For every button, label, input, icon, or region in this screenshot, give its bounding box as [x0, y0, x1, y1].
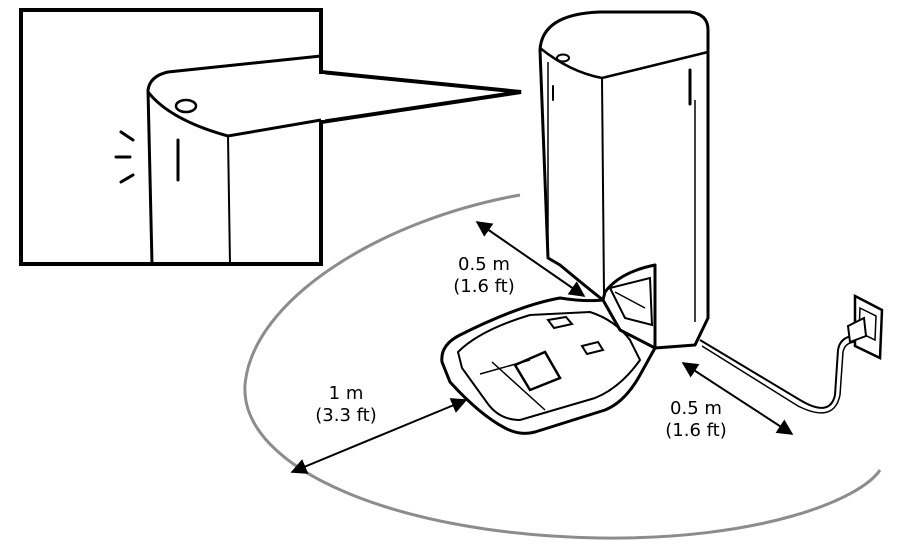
front-clearance-metric: 1 m [328, 383, 364, 404]
side-clearance-arrow [681, 362, 794, 435]
power-button-icon [174, 98, 198, 114]
front-clearance-imperial: (3.3 ft) [315, 405, 377, 426]
power-outlet [846, 293, 884, 360]
back-clearance-label: 0.5 m (1.6 ft) [438, 254, 530, 298]
side-clearance-imperial: (1.6 ft) [665, 420, 727, 441]
clearance-area-boundary [243, 193, 882, 540]
side-clearance-label: 0.5 m (1.6 ft) [650, 398, 742, 442]
back-clearance-imperial: (1.6 ft) [453, 276, 515, 297]
front-clearance-arrow [290, 398, 468, 474]
front-clearance-label: 1 m (3.3 ft) [300, 383, 392, 427]
back-clearance-metric: 0.5 m [458, 254, 510, 275]
detail-inset [19, 8, 522, 266]
back-clearance-arrow [475, 221, 586, 297]
power-led-icon [114, 130, 135, 184]
side-clearance-metric: 0.5 m [670, 398, 722, 419]
robot-dock-station [440, 10, 710, 435]
